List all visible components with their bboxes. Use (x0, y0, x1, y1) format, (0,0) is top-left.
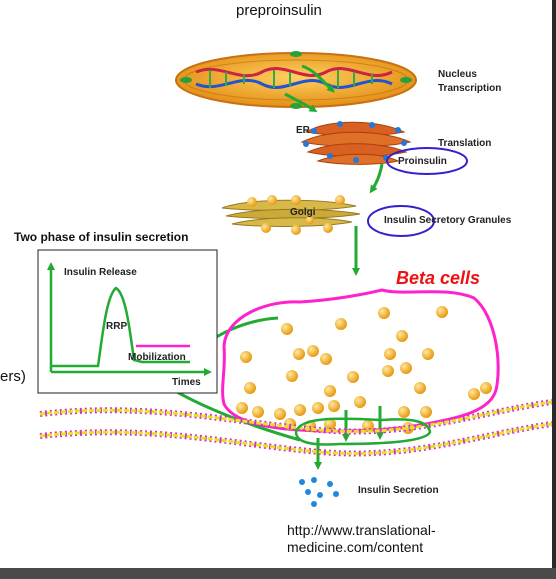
cell-membrane (39, 399, 553, 457)
label-cut-text: ers) (0, 368, 26, 385)
released-insulin (299, 477, 339, 507)
beta-cell-outline (221, 288, 500, 433)
url-line-2: medicine.com/content (287, 539, 424, 555)
label-transcription: Transcription (438, 83, 502, 94)
url-line-1: http://www.translational- (287, 522, 436, 538)
source-url: http://www.translational- medicine.com/c… (287, 522, 436, 556)
two-phase-graph (37, 249, 218, 394)
label-golgi: Golgi (290, 207, 316, 218)
label-mobilization: Mobilization (128, 352, 186, 363)
label-beta-cells: Beta cells (396, 268, 481, 288)
label-granules: Insulin Secretory Granules (384, 215, 512, 226)
golgi-shape (221, 195, 361, 235)
window-edge-bottom (0, 568, 556, 579)
diagram-title: preproinsulin (236, 2, 322, 19)
label-two-phase: Two phase of insulin secretion (14, 230, 189, 244)
label-translation: Translation (438, 138, 492, 149)
nucleus-shape (175, 51, 417, 109)
label-insulin-secretion: Insulin Secretion (358, 485, 439, 496)
label-times: Times (172, 377, 201, 388)
fusion-pore (294, 417, 432, 446)
er-shape (300, 121, 412, 165)
window-edge-right (552, 0, 556, 579)
label-er: ER (296, 125, 310, 136)
label-rrp: RRP (106, 321, 128, 332)
label-proinsulin: Proinsulin (398, 156, 447, 167)
label-insulin-release: Insulin Release (64, 267, 137, 278)
granules-highlight-ring (367, 205, 435, 237)
cell-granules (236, 306, 492, 434)
proinsulin-highlight-ring (386, 147, 468, 175)
label-nucleus: Nucleus (438, 69, 477, 80)
